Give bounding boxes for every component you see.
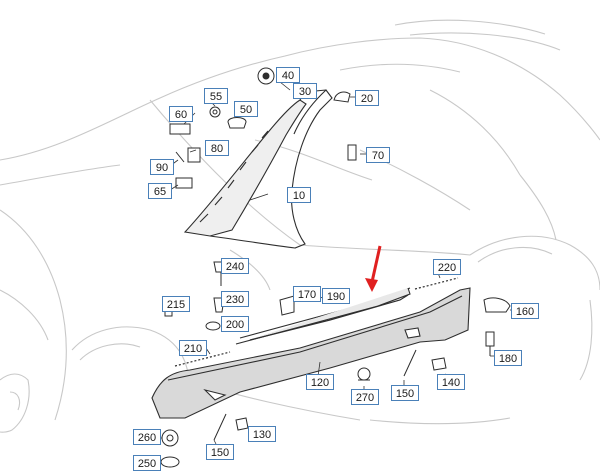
fastener-parts bbox=[160, 67, 511, 468]
part-number-label-p150a: 150 bbox=[391, 385, 419, 401]
trim-strips bbox=[174, 277, 459, 367]
part-number-label-p70: 70 bbox=[366, 147, 390, 163]
side-sill-panel bbox=[151, 287, 471, 419]
part-number-label-p130: 130 bbox=[248, 426, 276, 442]
part-number-label-p160: 160 bbox=[511, 303, 539, 319]
part-number-label-p180: 180 bbox=[494, 350, 522, 366]
a-pillar-trim bbox=[183, 89, 333, 249]
part-number-label-p190: 190 bbox=[322, 288, 350, 304]
car-body-outline bbox=[0, 19, 600, 433]
part-number-label-p50: 50 bbox=[234, 101, 258, 117]
red-arrow-icon bbox=[365, 245, 382, 292]
part-number-label-p120: 120 bbox=[306, 374, 334, 390]
part-number-label-p250: 250 bbox=[133, 455, 161, 471]
part-number-label-p40: 40 bbox=[276, 67, 300, 83]
part-number-label-p210: 210 bbox=[179, 340, 207, 356]
part-number-label-p270: 270 bbox=[351, 389, 379, 405]
part-number-label-p215: 215 bbox=[162, 296, 190, 312]
part-number-label-p240: 240 bbox=[221, 258, 249, 274]
part-number-label-p30: 30 bbox=[293, 83, 317, 99]
part-number-label-p10: 10 bbox=[287, 187, 311, 203]
part-number-label-p60: 60 bbox=[169, 106, 193, 122]
part-number-label-p55: 55 bbox=[204, 88, 228, 104]
part-number-label-p220: 220 bbox=[433, 259, 461, 275]
part-number-label-p200: 200 bbox=[221, 316, 249, 332]
part-number-label-p65: 65 bbox=[148, 183, 172, 199]
part-number-label-p260: 260 bbox=[133, 429, 161, 445]
part-number-label-p150b: 150 bbox=[206, 444, 234, 460]
part-number-label-p170: 170 bbox=[293, 286, 321, 302]
part-number-label-p80: 80 bbox=[205, 140, 229, 156]
part-number-label-p20: 20 bbox=[355, 90, 379, 106]
part-number-label-p140: 140 bbox=[437, 374, 465, 390]
part-number-label-p230: 230 bbox=[221, 291, 249, 307]
part-number-label-p90: 90 bbox=[150, 159, 174, 175]
